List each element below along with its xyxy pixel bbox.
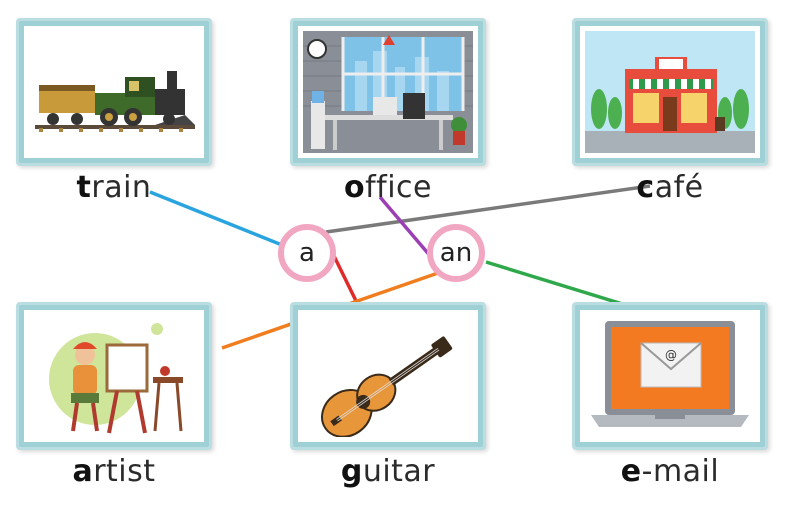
card-office[interactable]	[290, 18, 486, 166]
word-email: e-mail	[620, 454, 720, 489]
svg-text:@: @	[665, 348, 677, 362]
guitar-icon	[303, 315, 473, 437]
card-email[interactable]: @	[572, 302, 768, 450]
word-train: train	[76, 170, 152, 205]
card-cafe[interactable]	[572, 18, 768, 166]
word-cafe: café	[636, 170, 704, 205]
word-artist: artist	[72, 454, 156, 489]
article-an-label: an	[439, 238, 473, 268]
article-a-label: a	[299, 238, 315, 268]
train-icon	[29, 31, 199, 153]
word-guitar: guitar	[340, 454, 436, 489]
card-guitar[interactable]	[290, 302, 486, 450]
card-artist[interactable]	[16, 302, 212, 450]
line-office-an	[378, 195, 434, 260]
laptop-email-icon: @	[585, 315, 755, 437]
cafe-icon	[585, 31, 755, 153]
word-office: office	[343, 170, 433, 205]
article-an[interactable]: an	[427, 224, 485, 282]
article-a[interactable]: a	[278, 224, 336, 282]
office-icon	[303, 31, 473, 153]
artist-icon	[29, 315, 199, 437]
card-train[interactable]	[16, 18, 212, 166]
